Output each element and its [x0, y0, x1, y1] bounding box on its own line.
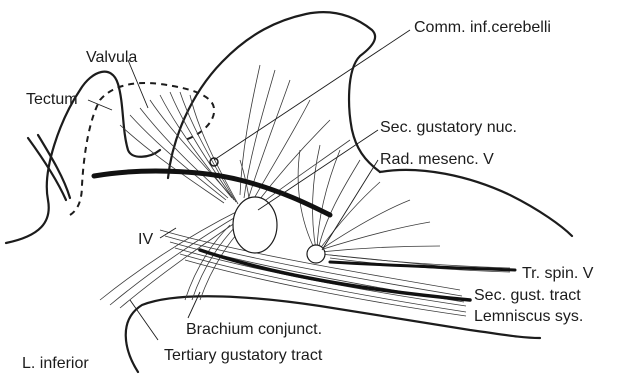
- leader-comm-inf: [214, 30, 410, 160]
- label-tr-spin-v: Tr. spin. V: [522, 265, 594, 282]
- label-brachium-conjunct: Brachium conjunct.: [186, 321, 322, 338]
- thick-tract-upper: [94, 171, 330, 215]
- sec-gustatory-nucleus: [233, 197, 277, 253]
- rad-mesenc-v-nucleus: [307, 245, 325, 263]
- label-rad-mesenc-v: Rad. mesenc. V: [380, 151, 494, 168]
- label-sec-gustatory-nuc: Sec. gustatory nuc.: [380, 119, 517, 136]
- label-comm-inf-cerebelli: Comm. inf.cerebelli: [414, 19, 551, 36]
- leader-tertiary: [130, 300, 158, 340]
- label-lemniscus-sys: Lemniscus sys.: [474, 308, 583, 325]
- label-valvula: Valvula: [86, 49, 137, 66]
- label-tectum: Tectum: [26, 91, 78, 108]
- label-tertiary-gustatory-tract: Tertiary gustatory tract: [164, 347, 323, 364]
- label-l-inferior: L. inferior: [22, 355, 89, 372]
- label-iv: IV: [138, 231, 153, 248]
- cerebellum-outline: [168, 12, 380, 178]
- leader-sec-gust-nuc: [258, 130, 378, 210]
- label-sec-gust-tract: Sec. gust. tract: [474, 287, 581, 304]
- thick-tract-lower: [200, 250, 470, 300]
- leader-rad-mesenc: [322, 160, 378, 250]
- leader-tectum: [88, 100, 112, 110]
